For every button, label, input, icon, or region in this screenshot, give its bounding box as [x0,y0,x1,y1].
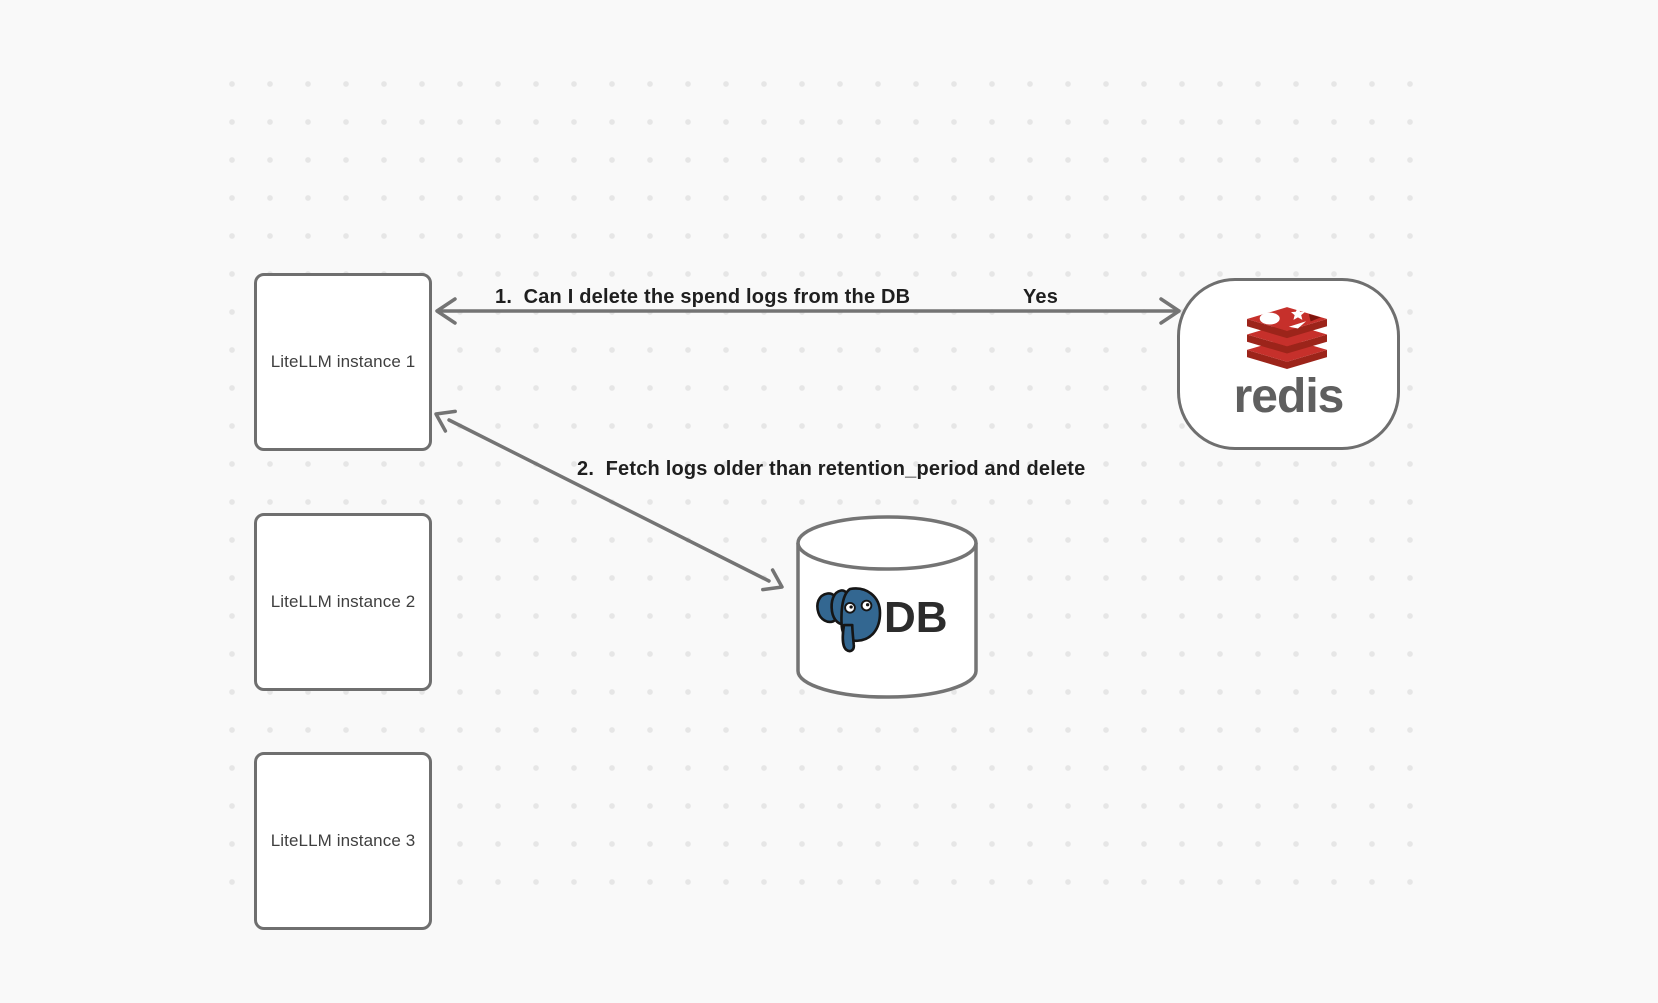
edge-spend-log-question-arrow[interactable] [435,297,1181,325]
edge1-reply-label[interactable]: Yes [1023,286,1059,308]
node-label: LiteLLM instance 3 [270,831,416,850]
node-litellm-instance-2[interactable]: LiteLLM instance 2 [254,513,432,691]
edge-fetch-delete-arrow[interactable] [434,409,784,592]
node-label: LiteLLM instance 1 [270,352,416,371]
db-label: DB [884,593,948,642]
redis-wordmark: redis [1233,370,1345,423]
redis-stack-logo-icon [1247,307,1327,369]
db-cylinder-shape[interactable] [796,515,978,699]
edge2-label[interactable]: 2. Fetch logs older than retention_perio… [577,458,1086,480]
postgresql-elephant-icon [816,587,882,653]
edge1-label[interactable]: 1. Can I delete the spend logs from the … [495,286,911,308]
node-label: LiteLLM instance 2 [270,592,416,611]
node-litellm-instance-1[interactable]: LiteLLM instance 1 [254,273,432,451]
node-litellm-instance-3[interactable]: LiteLLM instance 3 [254,752,432,930]
